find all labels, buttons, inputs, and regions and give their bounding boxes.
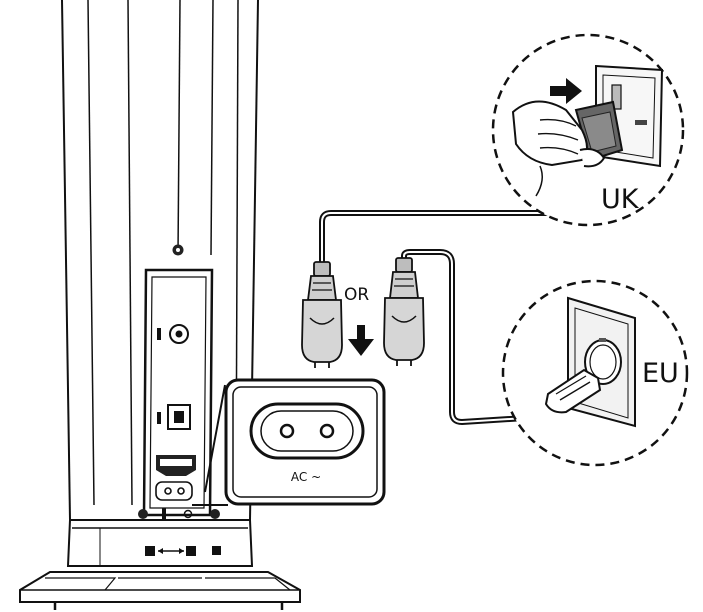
speaker-tower — [61, 0, 259, 567]
eu-label: EU — [642, 358, 679, 389]
eu-socket-inset — [501, 279, 689, 467]
power-inlet-icon — [155, 481, 193, 501]
ac-label: AC ~ — [291, 470, 321, 484]
uk-cable-connector — [301, 261, 343, 368]
screw-icon — [172, 244, 184, 256]
uk-socket-inset — [491, 33, 685, 227]
uk-label: UK — [601, 184, 640, 215]
collar-symbols — [145, 546, 221, 556]
aux-jack-icon — [157, 324, 189, 344]
ac-inlet-callout — [192, 378, 386, 506]
rear-panel — [142, 268, 214, 517]
or-label: OR — [344, 285, 369, 305]
port-labels — [138, 508, 220, 520]
eu-cable-connector — [383, 257, 425, 366]
button-icon — [157, 404, 191, 430]
speaker-base — [19, 571, 301, 610]
arrow-right-icon — [550, 78, 582, 104]
arrow-down-icon — [348, 325, 374, 356]
hdmi-port-icon — [156, 455, 196, 476]
